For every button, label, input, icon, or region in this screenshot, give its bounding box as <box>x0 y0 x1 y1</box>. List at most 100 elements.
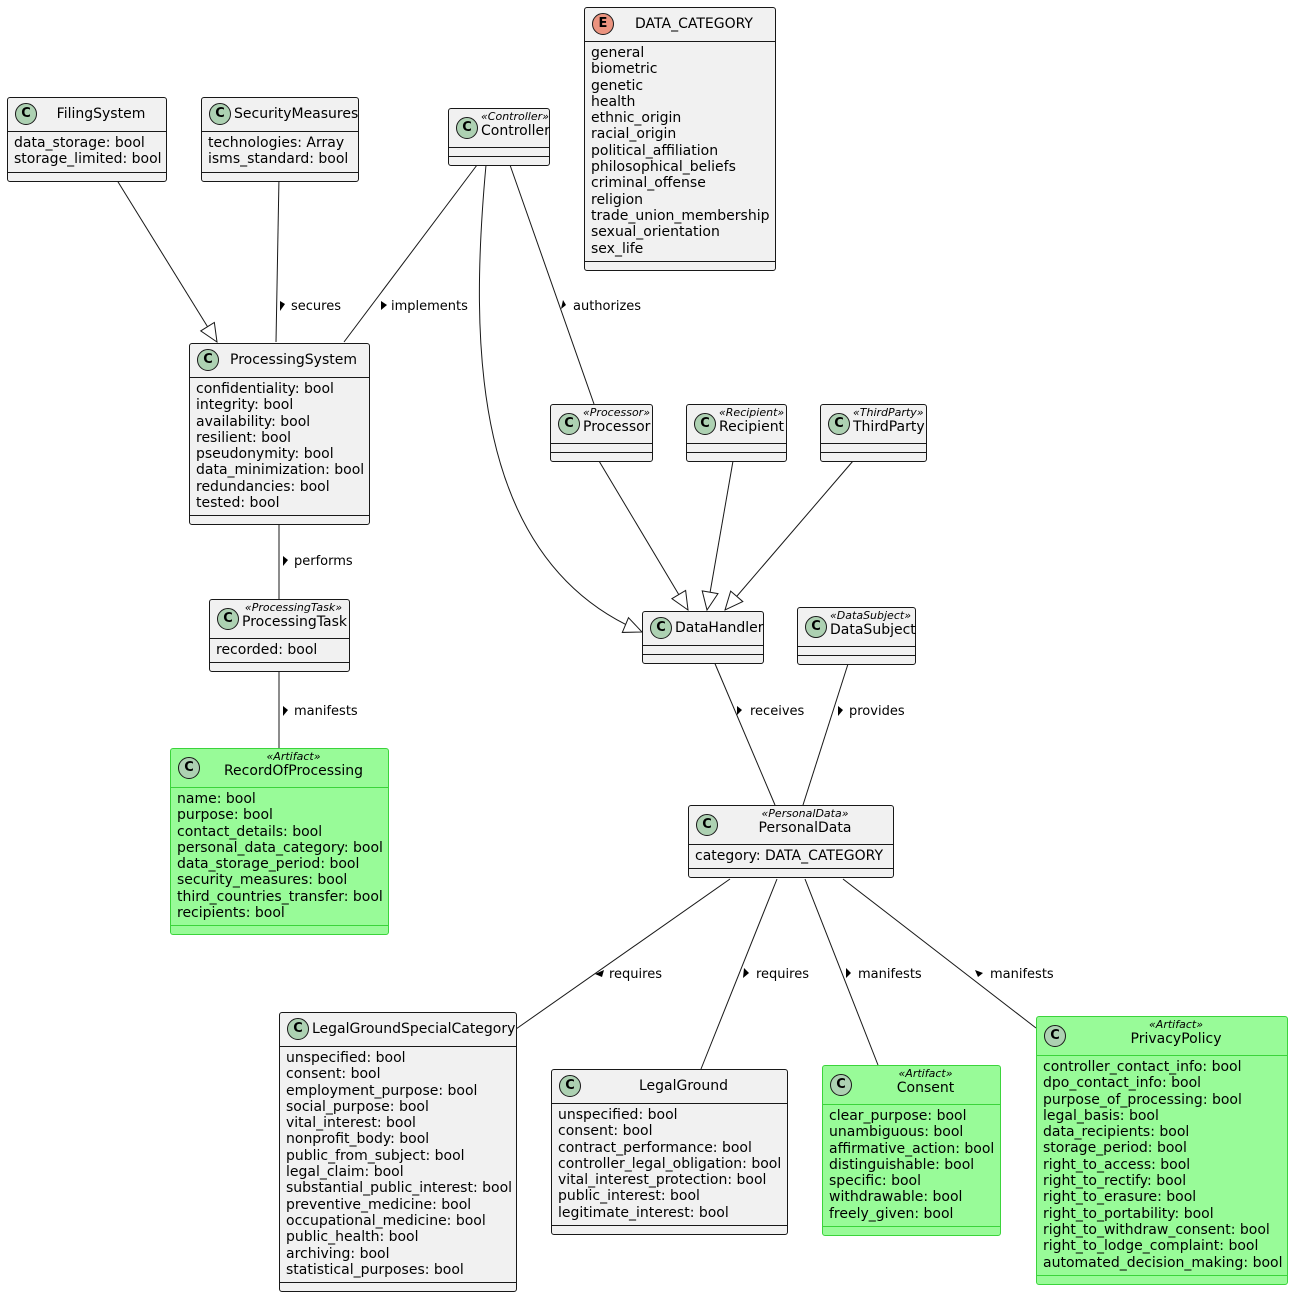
class-attribute: pseudonymity: bool <box>196 446 334 463</box>
class-header: C «ThirdParty» ThirdParty <box>821 405 926 444</box>
class-attribute: third_countries_transfer: bool <box>177 888 383 905</box>
class-third-party[interactable]: C «ThirdParty» ThirdParty <box>820 404 927 462</box>
class-stereotype: «ProcessingTask» <box>244 601 343 614</box>
class-attribute: consent: bool <box>558 1123 653 1140</box>
label-requires-special: requires <box>609 967 662 982</box>
class-personal-data[interactable]: C «PersonalData» PersonalData category: … <box>688 805 894 879</box>
class-attribute: right_to_portability: bool <box>1043 1205 1214 1222</box>
class-icon: C <box>1044 1025 1066 1047</box>
class-stereotype: «PersonalData» <box>761 807 849 820</box>
class-icon: C <box>696 814 718 836</box>
class-attribute: vital_interest: bool <box>286 1115 416 1132</box>
class-attribute: vital_interest_protection: bool <box>558 1172 767 1189</box>
class-header: C «Recipient» Recipient <box>687 405 786 444</box>
class-attribute: sex_life <box>591 240 644 257</box>
class-icon: C <box>650 617 672 639</box>
class-attribute: automated_decision_making: bool <box>1043 1254 1283 1271</box>
class-attribute: contact_details: bool <box>177 823 323 840</box>
edge-filingsystem-processingsystem <box>114 176 217 342</box>
edge-datahandler-personaldata <box>712 658 776 806</box>
class-icon: C <box>456 117 478 139</box>
class-attribute: recorded: bool <box>216 642 318 658</box>
class-attribute: legitimate_interest: bool <box>558 1204 729 1221</box>
class-attribute: nonprofit_body: bool <box>286 1131 430 1148</box>
class-attribute: political_affiliation <box>591 142 719 159</box>
class-header: C LegalGroundSpecialCategory <box>280 1013 516 1047</box>
class-data-subject[interactable]: C «DataSubject» DataSubject <box>797 607 916 665</box>
direction-arrow-implements <box>381 301 387 310</box>
class-attribute: right_to_access: bool <box>1043 1156 1191 1173</box>
class-attribute: right_to_lodge_complaint: bool <box>1043 1238 1259 1255</box>
class-attribute: controller_contact_info: bool <box>1043 1059 1242 1075</box>
class-attribute: personal_data_category: bool <box>177 839 383 856</box>
class-recipient[interactable]: C «Recipient» Recipient <box>686 404 787 462</box>
class-processing-system[interactable]: C ProcessingSystem confidentiality: bool… <box>189 343 370 526</box>
class-icon: C <box>559 1075 581 1097</box>
class-legal-ground-special-category[interactable]: C LegalGroundSpecialCategory unspecified… <box>279 1012 517 1293</box>
attribute-list: recorded: bool <box>210 639 349 664</box>
class-attribute: public_from_subject: bool <box>286 1147 465 1164</box>
class-controller[interactable]: C «Controller» Controller <box>448 108 550 166</box>
label-provides: provides <box>849 704 905 719</box>
edge-thirdparty-datahandler <box>725 460 854 610</box>
class-header: C «DataSubject» DataSubject <box>798 608 916 647</box>
class-attribute: right_to_withdraw_consent: bool <box>1043 1221 1270 1238</box>
class-header: C FilingSystem <box>8 98 166 132</box>
class-attribute: archiving: bool <box>286 1245 390 1262</box>
class-attribute: resilient: bool <box>196 429 292 446</box>
class-attribute: security_measures: bool <box>177 872 348 889</box>
direction-arrow-requires-special <box>595 970 604 977</box>
class-stereotype: «Artifact» <box>898 1067 953 1080</box>
class-attribute: redundancies: bool <box>196 478 330 495</box>
class-attribute: confidentiality: bool <box>196 381 334 397</box>
class-header: C «Artifact» PrivacyPolicy <box>1037 1017 1287 1056</box>
class-title: Consent <box>896 1080 955 1096</box>
class-title: Recipient <box>719 419 785 435</box>
edge-recipient-datahandler <box>707 460 734 610</box>
label-implements: implements <box>391 299 468 314</box>
class-privacy-policy[interactable]: C «Artifact» PrivacyPolicy controller_co… <box>1036 1016 1288 1285</box>
class-consent[interactable]: C «Artifact» Consent clear_purpose: bool… <box>822 1065 1001 1237</box>
class-record-of-processing[interactable]: C «Artifact» RecordOfProcessing name: bo… <box>170 748 389 936</box>
class-attribute: public_health: bool <box>286 1229 419 1246</box>
class-attribute: ethnic_origin <box>591 110 682 127</box>
class-attribute: biometric <box>591 61 658 78</box>
class-processor[interactable]: C «Processor» Processor <box>550 404 653 462</box>
class-attribute: unambiguous: bool <box>829 1124 964 1141</box>
class-header: C «ProcessingTask» ProcessingTask <box>210 600 349 639</box>
class-attribute: category: DATA_CATEGORY <box>695 848 884 864</box>
class-title: DataHandler <box>675 620 764 636</box>
class-header: C «Controller» Controller <box>449 109 550 148</box>
class-title: DATA_CATEGORY <box>635 16 753 32</box>
class-attribute: specific: bool <box>829 1173 921 1190</box>
direction-arrow-secures <box>280 301 285 311</box>
class-stereotype: «Artifact» <box>1149 1018 1203 1031</box>
class-processing-task[interactable]: C «ProcessingTask» ProcessingTask record… <box>209 599 350 673</box>
class-attribute: controller_legal_obligation: bool <box>558 1155 782 1172</box>
label-secures: secures <box>291 299 341 314</box>
label-manifests-record: manifests <box>294 704 358 719</box>
class-attribute: integrity: bool <box>196 397 294 414</box>
label-manifests-policy: manifests <box>990 967 1054 982</box>
class-data-handler[interactable]: C DataHandler <box>642 611 764 664</box>
class-attribute: data_minimization: bool <box>196 462 365 479</box>
class-attribute: trade_union_membership <box>591 207 770 224</box>
direction-arrow-performs <box>283 556 288 566</box>
class-attribute: data_storage_period: bool <box>177 856 360 873</box>
class-attribute: technologies: Array <box>208 135 345 151</box>
class-header: C «Artifact» RecordOfProcessing <box>171 749 388 788</box>
direction-arrow-provides <box>838 706 843 716</box>
class-attribute: racial_origin <box>591 126 677 143</box>
direction-arrow-receives <box>737 706 742 715</box>
edge-personaldata-legalgroundspecial <box>515 878 731 1030</box>
class-attribute: occupational_medicine: bool <box>286 1212 486 1229</box>
class-header: C ProcessingSystem <box>190 344 369 378</box>
class-icon: C <box>828 413 850 435</box>
class-title: ThirdParty <box>853 419 925 435</box>
